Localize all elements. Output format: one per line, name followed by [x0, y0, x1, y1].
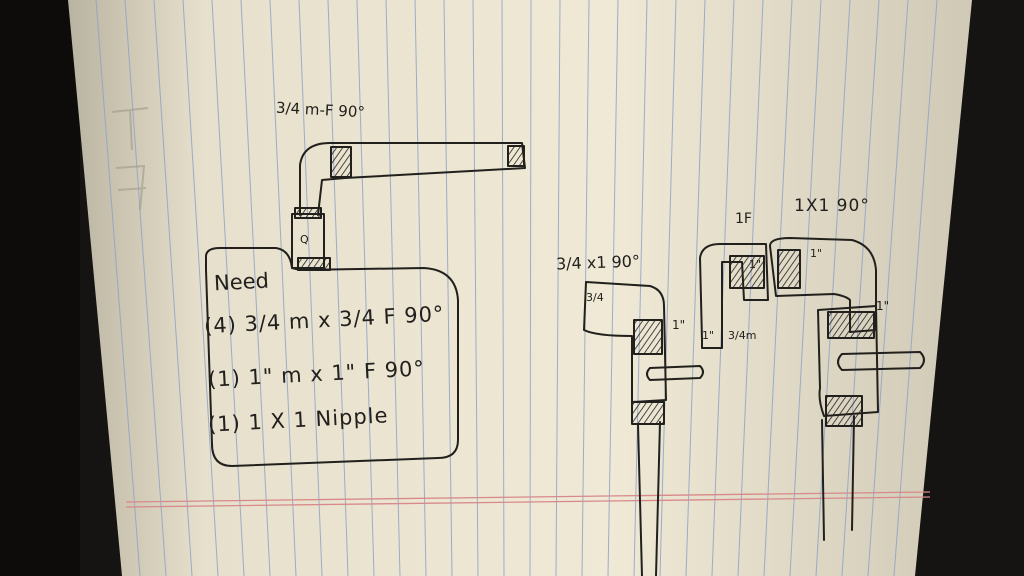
- mid-bottom-thread: [631, 401, 665, 425]
- mid-fitting-1in-label: 1": [672, 318, 686, 332]
- need-box-outline: [204, 247, 459, 467]
- mid-fitting-label: 3/4 x1 90°: [555, 251, 641, 274]
- paper-sheet: [68, 0, 972, 576]
- ink-drawings: [204, 142, 925, 576]
- left-shadow: [0, 0, 80, 576]
- right-34m-label: 3/4m: [728, 329, 757, 342]
- right-1in-label-c: 1": [876, 299, 890, 313]
- mid-drop-pipe: [637, 421, 661, 576]
- mid-fitting-size-label: 3/4: [586, 291, 604, 304]
- top-fitting-mark: Q: [300, 233, 309, 246]
- need-title: Need: [213, 268, 270, 296]
- right-1in-label-b: 1": [810, 247, 823, 260]
- top-elbow: [299, 142, 526, 216]
- right-1in-label-a: 1": [749, 258, 762, 271]
- right-left-elbow: [699, 243, 769, 349]
- top-pipe-end-thread: [507, 145, 525, 167]
- right-tee-thread: [827, 311, 875, 339]
- right-1in-label-d: 1": [702, 329, 715, 342]
- blue-rule-lines: [95, 0, 938, 576]
- right-1f-label: 1F: [735, 211, 752, 227]
- right-top-elbow-thread: [777, 249, 801, 289]
- right-left-elbow-thread: [729, 255, 765, 289]
- top-coupling-thread-a: [294, 207, 322, 219]
- right-elbow-label: 1X1 90°: [794, 196, 870, 216]
- right-nipple: [837, 351, 925, 371]
- mid-elbow-thread: [633, 319, 663, 355]
- top-coupling-thread-b: [297, 257, 331, 271]
- bleed-through-marks: [111, 107, 149, 211]
- red-margin-lines: [125, 491, 931, 508]
- mid-nipple: [646, 365, 704, 381]
- right-drop-pipe: [821, 415, 855, 541]
- top-elbow-thread: [330, 146, 352, 178]
- right-top-elbow: [769, 237, 877, 333]
- right-bottom-thread: [825, 395, 863, 427]
